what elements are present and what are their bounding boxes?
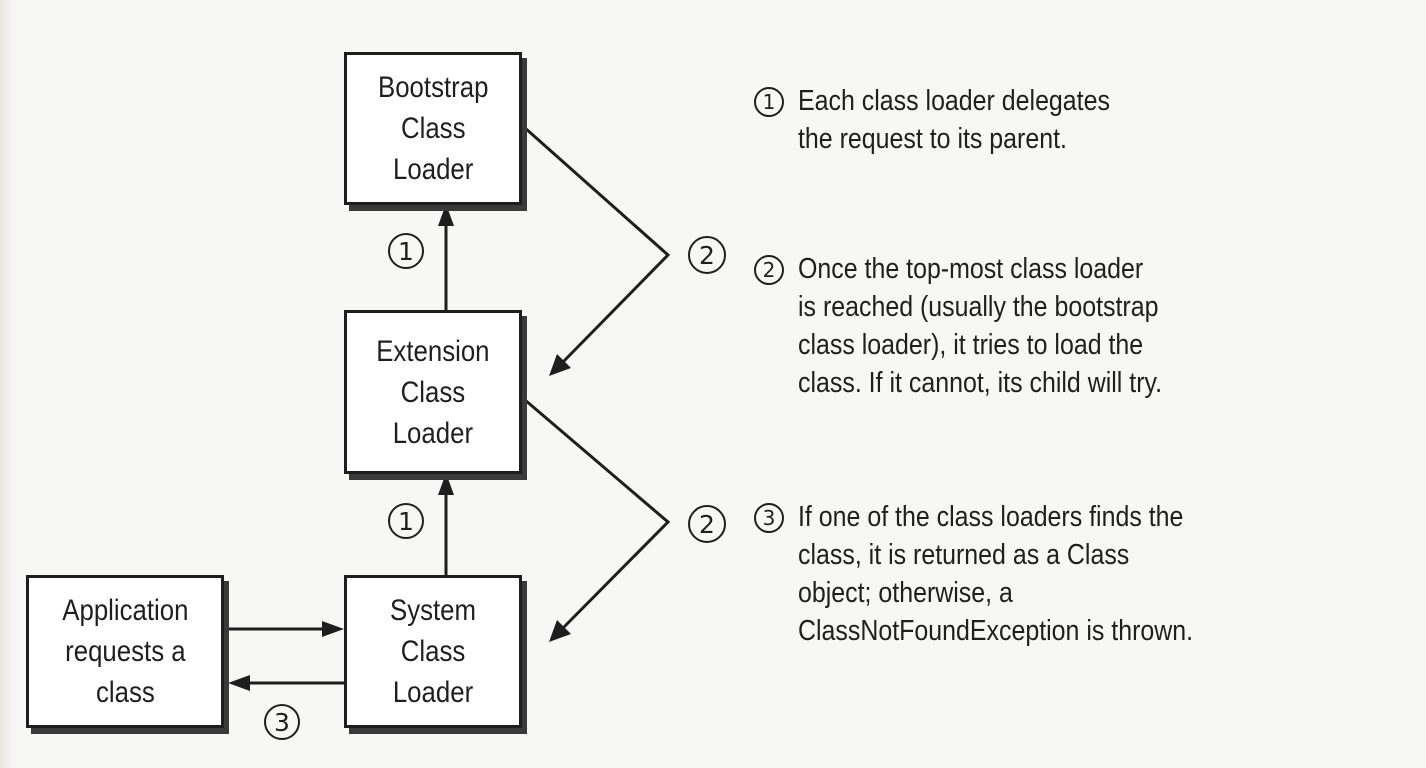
marker-2-lower: 2 (688, 505, 726, 543)
paper-edge (0, 0, 14, 768)
marker-1-lower-label: 1 (398, 507, 414, 536)
legend-item-1: 1 Each class loader delegates the reques… (754, 82, 1161, 158)
legend-marker-2: 2 (754, 255, 784, 285)
box-line: Class (400, 375, 466, 409)
legend-line: class loader), it tries to load the (798, 329, 1144, 361)
legend-line: class. If it cannot, its child will try. (798, 367, 1163, 399)
marker-1-lower: 1 (388, 503, 424, 539)
arrow-extension-to-system (524, 398, 671, 630)
arrow-bootstrap-to-extension (524, 126, 671, 364)
box-line: requests a (64, 635, 186, 668)
legend-line: object; otherwise, a (798, 577, 1013, 609)
legend-marker-1: 1 (754, 87, 784, 117)
marker-2-lower-label: 2 (699, 510, 715, 539)
legend-item-2: 2 Once the top-most class loader is reac… (754, 250, 1221, 402)
box-line: Class (400, 635, 466, 668)
application-box: Application requests a class (26, 575, 224, 728)
marker-3-return: 3 (264, 704, 300, 740)
legend-line: is reached (usually the bootstrap (798, 291, 1159, 323)
arrowhead-extension-side (549, 354, 571, 376)
box-line: Loader (392, 153, 474, 186)
legend-text-2: Once the top-most class loader is reache… (798, 250, 1162, 402)
box-line: Extension (376, 334, 490, 368)
legend-line: If one of the class loaders finds the (798, 501, 1184, 533)
legend-line: class, it is returned as a Class (798, 539, 1130, 571)
box-line: class (95, 676, 155, 709)
legend-line: Each class loader delegates (798, 85, 1110, 117)
legend-marker-3: 3 (754, 503, 784, 533)
box-line: Class (400, 112, 466, 145)
marker-2-upper-label: 2 (699, 241, 715, 270)
box-line: System (389, 594, 477, 627)
bootstrap-class-loader-box: Bootstrap Class Loader (344, 52, 522, 205)
bootstrap-class-loader-label: Bootstrap Class Loader (378, 67, 488, 190)
arrowhead-bootstrap (438, 204, 454, 226)
system-class-loader-label: System Class Loader (390, 590, 476, 713)
legend-item-3: 3 If one of the class loaders finds the … (754, 498, 1257, 650)
box-line: Bootstrap (377, 71, 489, 104)
marker-1-upper-label: 1 (398, 237, 414, 266)
arrowhead-system-request (322, 621, 344, 637)
application-label: Application requests a class (62, 590, 188, 713)
legend-text-1: Each class loader delegates the request … (798, 82, 1110, 158)
system-class-loader-box: System Class Loader (344, 575, 522, 728)
legend-text-3: If one of the class loaders finds the cl… (798, 498, 1193, 650)
arrowhead-system-side (549, 620, 571, 642)
legend-line: ClassNotFoundException is thrown. (798, 615, 1194, 647)
arrowhead-extension (438, 473, 454, 495)
marker-1-upper: 1 (388, 233, 424, 269)
legend-line: the request to its parent. (798, 123, 1067, 155)
box-line: Loader (392, 676, 474, 709)
arrowhead-app-return (228, 675, 250, 691)
extension-class-loader-box: Extension Class Loader (344, 310, 522, 474)
box-line: Loader (392, 416, 474, 450)
marker-2-upper: 2 (688, 236, 726, 274)
marker-3-return-label: 3 (274, 708, 290, 737)
extension-class-loader-label: Extension Class Loader (376, 331, 489, 454)
box-line: Application (61, 594, 189, 627)
legend-line: Once the top-most class loader (798, 253, 1144, 285)
